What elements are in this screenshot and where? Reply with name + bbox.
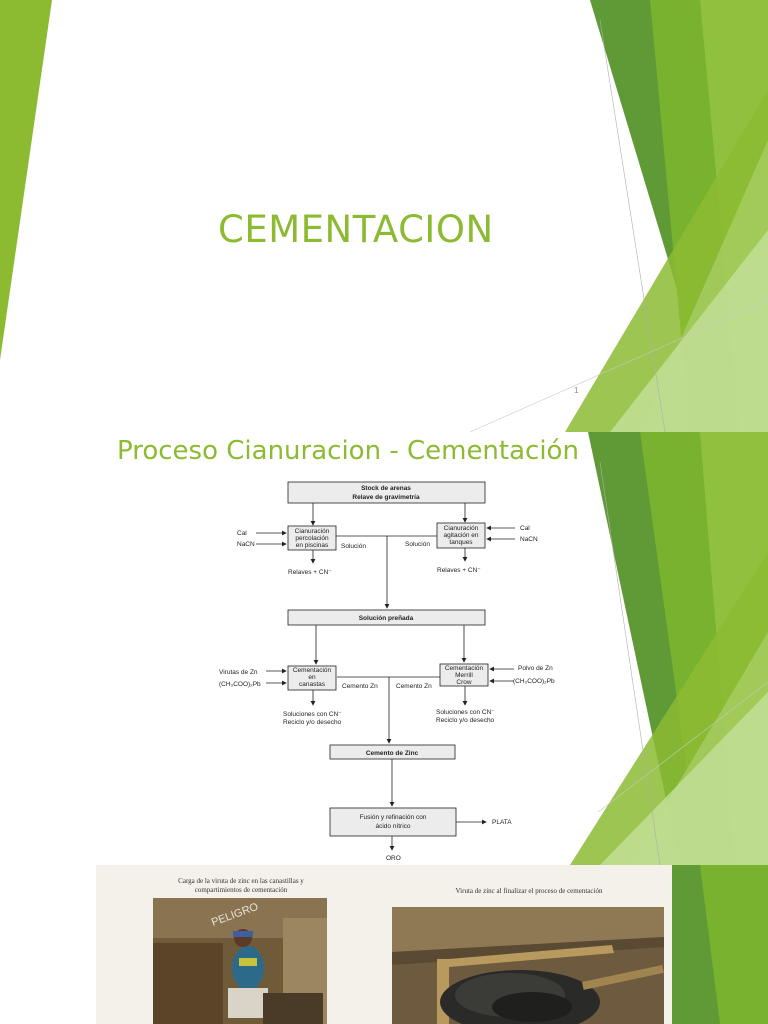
nacn-label: NaCN [520, 536, 538, 543]
viruta-label: Virutas de Zn [219, 669, 258, 676]
box-solucion-prenada [287, 609, 486, 626]
slide-title-text: CEMENTACION [218, 208, 494, 251]
box-canastas [287, 665, 337, 691]
soluciones-cn-label: Reciclo y/o desecho [283, 719, 342, 726]
percolacion-label: percolación [295, 535, 329, 542]
agitacion-label: agitación en [443, 532, 478, 539]
cemento-zn-label: Cemento Zn [342, 683, 378, 690]
percolacion-label: en piscinas [296, 542, 329, 549]
oro-label: ORO [386, 855, 401, 862]
cemento-zinc-label: Cemento de Zinc [366, 750, 419, 757]
flow-diagram: Stock de arenas Relave de gravimetría Ci… [219, 481, 555, 862]
box-fusion [329, 807, 457, 837]
agitacion-label: Cianuración [444, 525, 479, 532]
soluciones-cn-label: Soluciones con CN⁻ [283, 711, 342, 718]
box-agitacion [436, 522, 486, 549]
photo-caption: compartimientos de cementación [194, 886, 288, 894]
photo-caption: Carga de la viruta de zinc en las canast… [178, 877, 304, 885]
cal-label: Cal [237, 530, 247, 537]
merrill-crow-label: Merrill [455, 672, 473, 679]
acetato-label: (CH₃COO)₂Pb [219, 681, 261, 688]
photo-zinc-shavings [392, 907, 664, 1024]
fusion-label: Fusión y refinación con [360, 814, 427, 821]
polvo-label: Polvo de Zn [518, 665, 553, 672]
box-merrill-crow [439, 663, 489, 687]
photo-card-right: Viruta de zinc al finalizar el proceso d… [386, 865, 672, 1024]
merrill-crow-label: Crow [456, 679, 471, 686]
photo-zinc-loading: PELIGRO [153, 898, 327, 1024]
slide-decoration [0, 0, 768, 432]
plata-label: PLATA [492, 819, 512, 826]
canastas-label: en [308, 674, 316, 681]
solucion-label: Solución [341, 543, 366, 550]
nacn-label: NaCN [237, 541, 255, 548]
fusion-label: ácido nítrico [375, 823, 410, 830]
cemento-zn-label: Cemento Zn [396, 683, 432, 690]
relaves-label: Relaves + CN⁻ [437, 567, 481, 574]
soluciones-cn-label: Reciclo y/o desecho [436, 717, 495, 724]
canastas-label: Cementación [293, 667, 332, 674]
slide-process: Proceso Cianuracion - Cementación [0, 432, 768, 865]
box-stock [287, 481, 486, 504]
cal-label: Cal [520, 525, 530, 532]
photo-caption: Viruta de zinc al finalizar el proceso d… [455, 887, 603, 895]
stock-label: Stock de arenas [361, 485, 411, 492]
stock-label: Relave de gravimetría [352, 494, 420, 501]
slide-decoration [672, 865, 768, 1024]
slide-decoration [570, 432, 768, 865]
soluciones-cn-label: Soluciones con CN⁻ [436, 709, 495, 716]
slide-photos: Carga de la viruta de zinc en las canast… [0, 865, 768, 1024]
acetato-label: (CH₃COO)₂Pb [513, 678, 555, 685]
percolacion-label: Cianuración [295, 528, 330, 535]
box-cemento-zinc [329, 744, 456, 760]
canastas-label: canastas [299, 681, 326, 688]
agitacion-label: tanques [449, 539, 473, 546]
relaves-label: Relaves + CN⁻ [288, 569, 332, 576]
photo-card-left: Carga de la viruta de zinc en las canast… [96, 865, 386, 1024]
slide-title-text: Proceso Cianuracion - Cementación [117, 436, 579, 466]
box-percolacion [287, 525, 337, 551]
page-number: 1 [574, 386, 579, 395]
prenada-label: Solución preñada [359, 615, 414, 622]
solucion-label: Solución [405, 541, 430, 548]
slide-title: CEMENTACION 1 [0, 0, 768, 432]
merrill-crow-label: Cementación [445, 665, 484, 672]
